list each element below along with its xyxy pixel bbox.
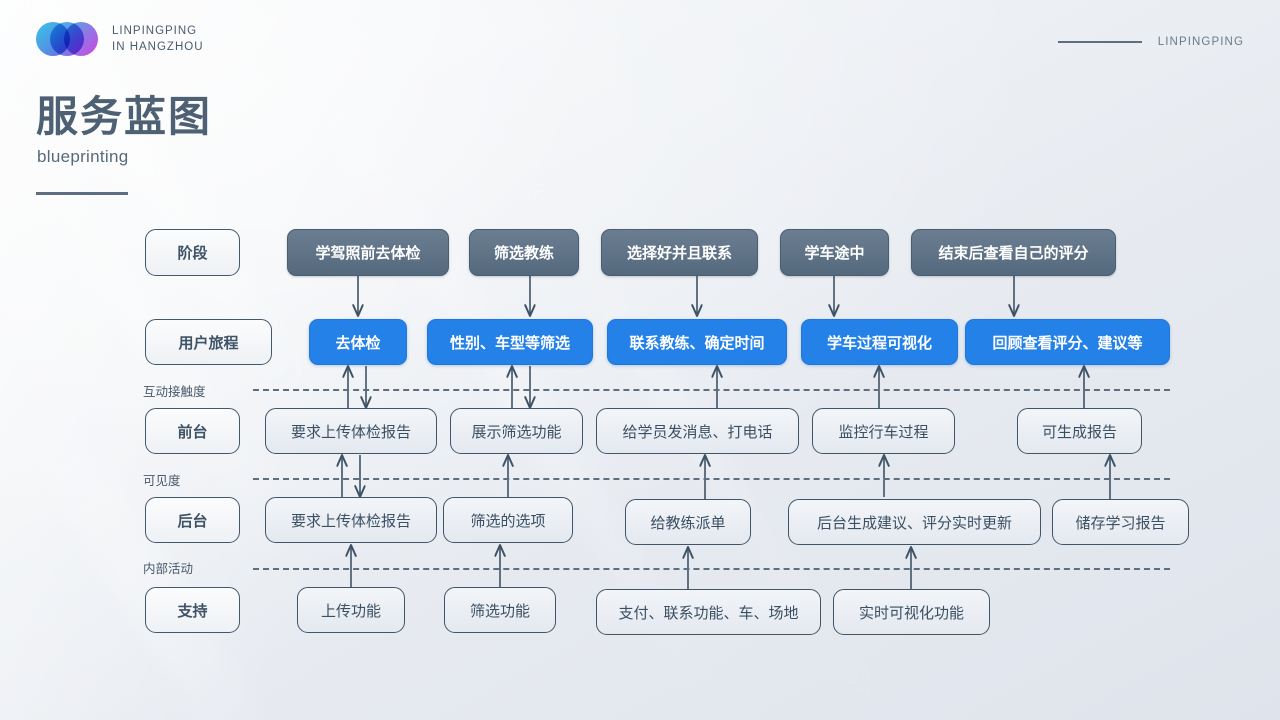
support-chip-3[interactable]: 支付、联系功能、车、场地 xyxy=(596,589,821,635)
brand-name: LINPINGPING IN HANGZHOU xyxy=(112,23,204,55)
backstage-chip-5[interactable]: 储存学习报告 xyxy=(1052,499,1189,545)
lane-caption-interaction: 互动接触度 xyxy=(143,385,206,399)
lane-caption-visibility: 可见度 xyxy=(143,474,181,488)
lane-divider-visibility xyxy=(253,478,1170,480)
journey-chip-4[interactable]: 学车过程可视化 xyxy=(801,319,958,365)
frontstage-chip-5[interactable]: 可生成报告 xyxy=(1017,408,1142,454)
frontstage-chip-4[interactable]: 监控行车过程 xyxy=(812,408,955,454)
page-subtitle: blueprinting xyxy=(37,147,129,166)
frontstage-chip-3[interactable]: 给学员发消息、打电话 xyxy=(596,408,799,454)
lane-caption-internal: 内部活动 xyxy=(143,562,194,576)
divider-rule xyxy=(1057,41,1142,43)
support-chip-4[interactable]: 实时可视化功能 xyxy=(833,589,990,635)
support-chip-1[interactable]: 上传功能 xyxy=(297,587,405,633)
lane-divider-interaction xyxy=(253,389,1170,391)
row-label-frontstage: 前台 xyxy=(145,408,240,454)
support-chip-2[interactable]: 筛选功能 xyxy=(444,587,556,633)
brand-lockup: LINPINGPING IN HANGZHOU xyxy=(36,22,204,56)
stage-chip-3[interactable]: 选择好并且联系 xyxy=(601,229,758,276)
frontstage-chip-1[interactable]: 要求上传体检报告 xyxy=(265,408,437,454)
lane-divider-internal xyxy=(253,568,1170,570)
journey-chip-1[interactable]: 去体检 xyxy=(309,319,407,365)
stage-chip-4[interactable]: 学车途中 xyxy=(780,229,889,276)
three-circles-logo-icon xyxy=(36,22,98,56)
brand-line-2: IN HANGZHOU xyxy=(112,41,204,53)
row-label-backstage: 后台 xyxy=(145,497,240,543)
top-right-mark: LINPINGPING xyxy=(1057,36,1244,48)
stage-chip-2[interactable]: 筛选教练 xyxy=(469,229,579,276)
backstage-chip-3[interactable]: 给教练派单 xyxy=(625,499,751,545)
journey-chip-3[interactable]: 联系教练、确定时间 xyxy=(607,319,787,365)
journey-chip-2[interactable]: 性别、车型等筛选 xyxy=(427,319,593,365)
stage-chip-1[interactable]: 学驾照前去体检 xyxy=(287,229,449,276)
page-title: 服务蓝图 xyxy=(36,93,213,140)
backstage-chip-4[interactable]: 后台生成建议、评分实时更新 xyxy=(788,499,1041,545)
row-label-support: 支持 xyxy=(145,587,240,633)
title-underline xyxy=(36,192,128,195)
journey-chip-5[interactable]: 回顾查看评分、建议等 xyxy=(965,319,1170,365)
backstage-chip-2[interactable]: 筛选的选项 xyxy=(443,497,573,543)
frontstage-chip-2[interactable]: 展示筛选功能 xyxy=(450,408,583,454)
row-label-stage: 阶段 xyxy=(145,229,240,276)
backstage-chip-1[interactable]: 要求上传体检报告 xyxy=(265,497,437,543)
top-right-label: LINPINGPING xyxy=(1157,36,1244,48)
stage-chip-5[interactable]: 结束后查看自己的评分 xyxy=(911,229,1116,276)
row-label-journey: 用户旅程 xyxy=(145,319,272,365)
brand-line-1: LINPINGPING xyxy=(112,25,198,37)
